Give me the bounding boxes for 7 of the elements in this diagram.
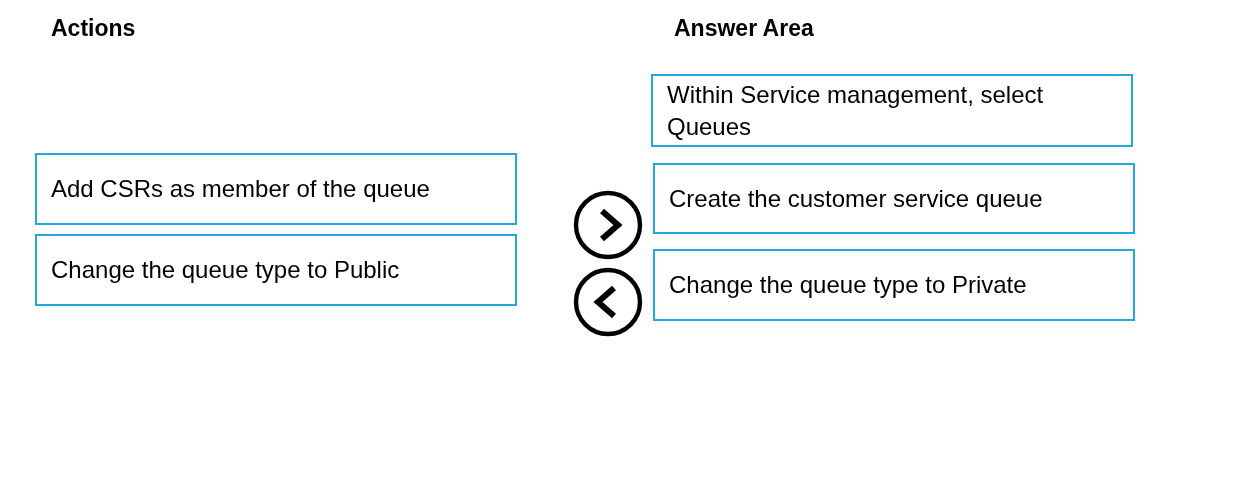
action-text: Change the queue type to Private [669,270,1028,300]
action-text: Create the customer service queue [669,183,1044,214]
action-text: Change the queue type to Public [51,255,401,285]
action-text: Within Service management, select Queues [667,79,1045,142]
section-heading: Actions [51,14,136,43]
action-text: Add CSRs as member of the queue [51,174,431,204]
section-heading: Answer Area [674,14,814,43]
